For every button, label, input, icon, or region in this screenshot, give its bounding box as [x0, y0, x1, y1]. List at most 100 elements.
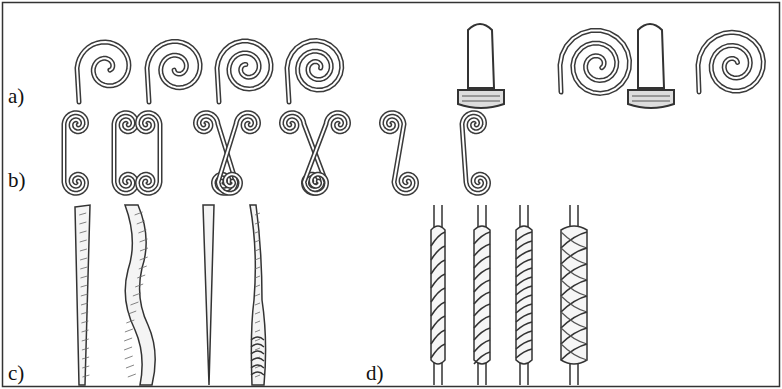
twist-stroke	[474, 328, 490, 340]
twisted-section	[474, 226, 490, 364]
hatch-stroke	[255, 267, 260, 269]
twist-stroke	[561, 280, 587, 296]
twisted-section	[431, 226, 445, 364]
collar-clips	[458, 24, 674, 108]
scroll-bar-inner	[287, 41, 342, 102]
hatch-stroke	[137, 275, 145, 278]
hatch-stroke	[125, 356, 133, 359]
twist-stroke	[431, 302, 445, 316]
twist-stroke	[561, 344, 587, 360]
hatch-stroke	[80, 258, 87, 260]
hatch-stroke	[124, 347, 132, 350]
hatch-stroke	[255, 339, 260, 341]
hatch-stroke	[124, 338, 132, 341]
scroll-bar	[138, 113, 161, 194]
hatch-stroke	[255, 231, 260, 233]
hatch-stroke	[80, 249, 87, 251]
twist-stroke	[561, 264, 587, 280]
twisted-section	[516, 226, 532, 364]
hatch-stroke	[81, 321, 88, 323]
twist-stroke	[516, 322, 532, 331]
twist-stroke	[516, 331, 532, 340]
shading-strokes	[79, 212, 264, 377]
hatch-stroke	[125, 329, 133, 332]
twisted-section	[561, 226, 587, 364]
twist-stroke	[474, 316, 490, 328]
twist-stroke	[431, 344, 445, 358]
twist-stroke	[474, 340, 490, 352]
twist-stroke	[561, 312, 587, 328]
hatch-stroke	[140, 248, 148, 251]
hatch-stroke	[255, 366, 260, 368]
hatch-stroke	[128, 374, 136, 377]
hatch-stroke	[137, 221, 145, 224]
hatch-stroke	[255, 303, 260, 305]
hatch-stroke	[255, 213, 260, 215]
twist-stroke	[516, 313, 532, 322]
twist-stroke	[251, 351, 264, 354]
hatch-stroke	[130, 302, 138, 305]
twist-stroke	[474, 352, 490, 364]
hatch-stroke	[255, 348, 260, 350]
hatch-stroke	[80, 267, 87, 269]
scroll-bar-inner	[147, 42, 200, 103]
hatch-stroke	[82, 348, 89, 350]
hatch-stroke	[255, 285, 260, 287]
hatch-stroke	[140, 239, 148, 242]
scroll-bar-inner	[114, 113, 137, 194]
twist-stroke	[516, 340, 532, 349]
hatch-stroke	[255, 312, 260, 314]
scroll-bar	[114, 113, 137, 194]
hatch-stroke	[81, 312, 88, 314]
twist-stroke	[251, 372, 264, 375]
panel-label: b)	[8, 170, 26, 191]
twist-stroke	[561, 344, 587, 360]
hatch-stroke	[255, 258, 260, 260]
twist-stroke	[561, 296, 587, 312]
scroll-bar	[287, 41, 342, 102]
scroll-bar-inner	[218, 113, 259, 194]
scroll-bar	[382, 113, 417, 194]
twist-stroke	[516, 232, 532, 241]
hatch-stroke	[255, 375, 260, 377]
twist-stroke	[516, 277, 532, 286]
twist-stroke	[474, 256, 490, 268]
hatch-stroke	[81, 285, 88, 287]
scroll-bar-inner	[217, 41, 271, 102]
panel-label: d)	[366, 363, 384, 384]
twist-stroke	[561, 248, 587, 264]
scroll-bar-inner	[462, 113, 489, 194]
hatch-stroke	[135, 212, 143, 215]
hatch-stroke	[255, 240, 260, 242]
hatch-stroke	[255, 276, 260, 278]
scroll-bar	[64, 113, 87, 194]
twist-stroke	[251, 365, 264, 368]
twist-stroke	[474, 232, 490, 244]
twist-stroke	[516, 259, 532, 268]
twist-stroke	[474, 244, 490, 256]
hatch-stroke	[126, 320, 134, 323]
twist-stroke	[431, 246, 445, 260]
twist-stroke	[474, 268, 490, 280]
hatch-stroke	[133, 293, 141, 296]
twist-stroke	[516, 268, 532, 277]
panel-label: c)	[8, 363, 24, 384]
drawn-bars	[75, 205, 266, 385]
twist-stroke	[516, 349, 532, 358]
hatch-stroke	[80, 276, 87, 278]
twist-stroke	[561, 328, 587, 344]
hatch-stroke	[81, 303, 88, 305]
hatch-stroke	[128, 311, 136, 314]
twist-stroke	[516, 304, 532, 313]
twist-stroke	[431, 274, 445, 288]
scroll-bar-inner	[560, 30, 630, 93]
scroll-bar	[218, 113, 259, 194]
hatch-stroke	[79, 213, 86, 215]
scroll-bar	[560, 30, 630, 93]
scroll-bar	[217, 41, 271, 102]
twist-stroke	[431, 316, 445, 330]
twist-stroke	[561, 248, 587, 264]
scroll-bar-inner	[77, 42, 129, 102]
twist-stroke	[474, 292, 490, 304]
